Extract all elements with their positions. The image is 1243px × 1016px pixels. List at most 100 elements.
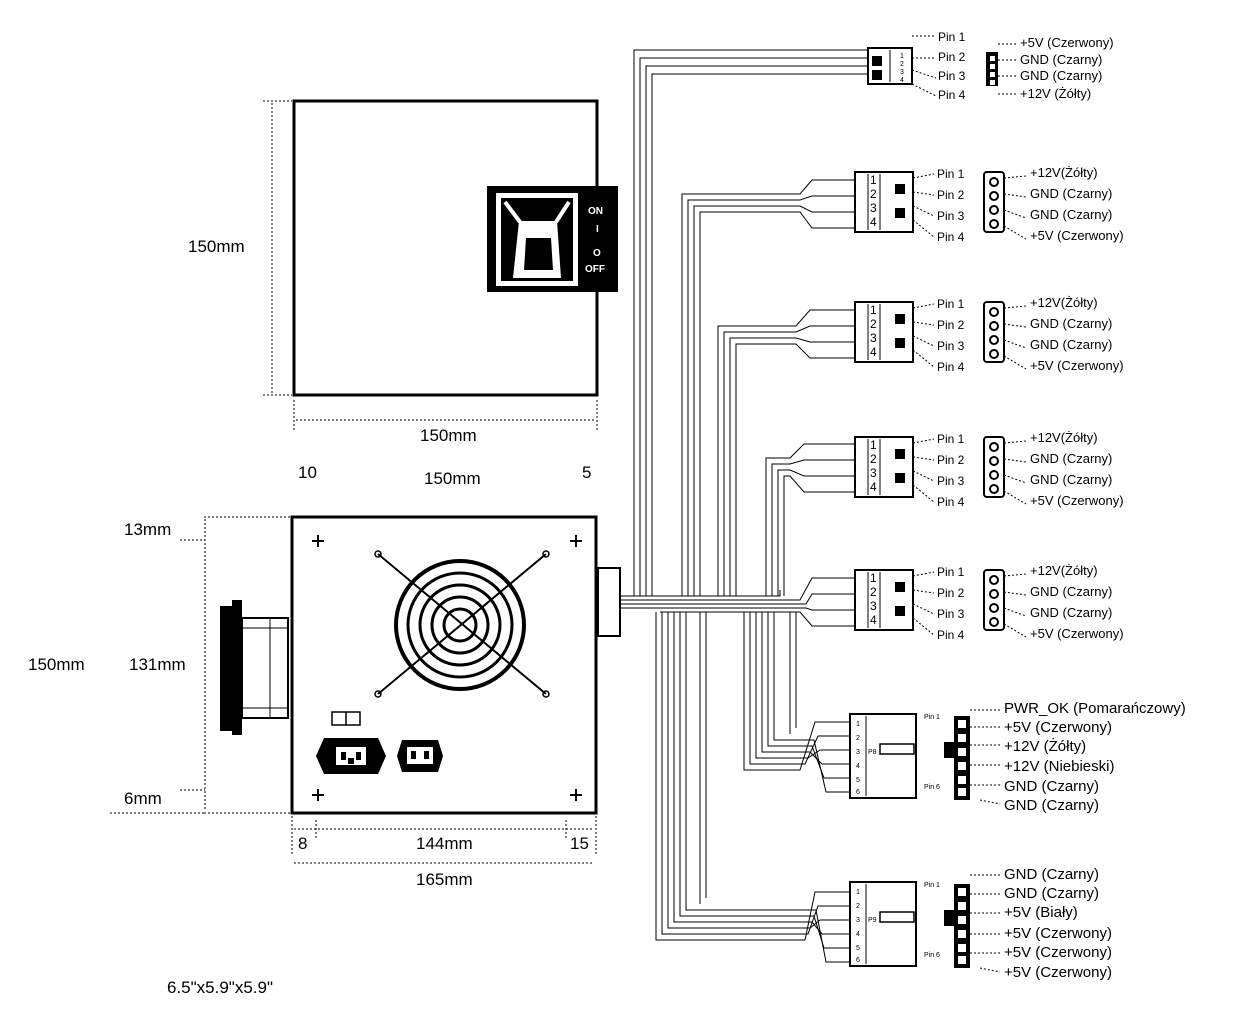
p8-body-text: P8 xyxy=(868,749,877,756)
svg-text:1: 1 xyxy=(870,303,877,317)
size-inches: 6.5"x5.9"x5.9" xyxy=(167,978,273,997)
svg-text:1: 1 xyxy=(870,571,877,585)
front-width-label: 150mm xyxy=(424,469,481,488)
floppy-connector: 1 2 3 4 Pin 1 Pin 2 Pin 3 Pin 4 +5V (Cze… xyxy=(867,30,1114,102)
molex-2-pin-3: Pin 3 xyxy=(937,339,965,353)
molex-1-pin-3: Pin 3 xyxy=(937,209,965,223)
svg-text:2: 2 xyxy=(900,61,904,68)
svg-text:3: 3 xyxy=(870,331,877,345)
svg-text:3: 3 xyxy=(900,69,904,76)
molex-3-pin-1: Pin 1 xyxy=(937,432,965,446)
molex-1-label-4: +5V (Czerwony) xyxy=(1030,228,1124,243)
switch-off-mark: O xyxy=(593,248,601,259)
floppy-label-1: +5V (Czerwony) xyxy=(1020,35,1114,50)
svg-text:2: 2 xyxy=(856,903,860,910)
p9-pin-first: Pin 1 xyxy=(924,882,940,889)
svg-text:1: 1 xyxy=(870,173,877,187)
floppy-pin-3: Pin 3 xyxy=(938,69,966,83)
front-right-offset: 15 xyxy=(570,834,589,853)
floppy-label-4: +12V (Żółty) xyxy=(1020,86,1091,101)
svg-text:5: 5 xyxy=(856,777,860,784)
power-switch: ON I O OFF xyxy=(487,186,618,292)
front-inner-height: 131mm xyxy=(129,655,186,674)
p9-label-4: +5V (Czerwony) xyxy=(1004,925,1112,942)
svg-text:1: 1 xyxy=(900,53,904,60)
front-height-label: 150mm xyxy=(28,655,85,674)
svg-text:3: 3 xyxy=(856,917,860,924)
p8-label-5: GND (Czarny) xyxy=(1004,778,1099,795)
svg-text:4: 4 xyxy=(856,763,860,770)
molex-1-pin-2: Pin 2 xyxy=(937,188,965,202)
molex-4-label-3: GND (Czarny) xyxy=(1030,605,1112,620)
svg-text:1: 1 xyxy=(870,438,877,452)
top-height-label: 150mm xyxy=(188,237,245,256)
svg-text:4: 4 xyxy=(856,931,860,938)
p9-pin-last: Pin 6 xyxy=(924,952,940,959)
molex-4-label-1: +12V(Żółty) xyxy=(1030,563,1098,578)
front-bottom-margin: 6mm xyxy=(124,789,162,808)
p9-label-1: GND (Czarny) xyxy=(1004,866,1099,883)
cable-exit xyxy=(597,567,621,637)
p9-label-5: +5V (Czerwony) xyxy=(1004,944,1112,961)
molex-4-pin-2: Pin 2 xyxy=(937,586,965,600)
molex-2-pin-4: Pin 4 xyxy=(937,360,965,374)
voltage-selector-icon xyxy=(331,711,361,726)
switch-on-label: ON xyxy=(588,206,603,217)
svg-text:6: 6 xyxy=(856,957,860,964)
molex-3-label-1: +12V(Żółty) xyxy=(1030,430,1098,445)
molex-1-label-3: GND (Czarny) xyxy=(1030,207,1112,222)
svg-text:3: 3 xyxy=(870,466,877,480)
svg-text:3: 3 xyxy=(870,599,877,613)
molex-3-label-4: +5V (Czerwony) xyxy=(1030,493,1124,508)
screw-marks xyxy=(312,535,582,801)
molex-2-label-4: +5V (Czerwony) xyxy=(1030,358,1124,373)
molex-2-pin-1: Pin 1 xyxy=(937,297,965,311)
svg-text:2: 2 xyxy=(856,735,860,742)
front-offset-left: 10 xyxy=(298,463,317,482)
svg-text:4: 4 xyxy=(870,215,877,229)
front-view: 10 150mm 5 xyxy=(28,463,621,889)
fan-icon xyxy=(374,550,550,698)
ac-inlet-icon xyxy=(316,738,386,774)
svg-text:4: 4 xyxy=(870,345,877,359)
p9-body-text: P9 xyxy=(868,917,877,924)
molex-4-label-4: +5V (Czerwony) xyxy=(1030,626,1124,641)
p8-label-6: GND (Czarny) xyxy=(1004,797,1099,814)
svg-text:1: 1 xyxy=(856,721,860,728)
floppy-label-3: GND (Czarny) xyxy=(1020,68,1102,83)
molex-2-label-3: GND (Czarny) xyxy=(1030,337,1112,352)
front-total-width: 165mm xyxy=(416,870,473,889)
molex-4-pin-1: Pin 1 xyxy=(937,565,965,579)
svg-text:2: 2 xyxy=(870,452,877,466)
svg-text:2: 2 xyxy=(870,187,877,201)
p9-connector: P9 123 456 Pin 1 Pin 6 GND (Czarny) GND … xyxy=(849,866,1112,981)
cable-harness xyxy=(620,49,868,963)
p8-connector: P8 123 456 Pin 1 Pin 6 PWR_OK (Pomarańcz… xyxy=(849,700,1186,814)
switch-on-mark: I xyxy=(596,224,599,235)
front-view-body xyxy=(290,515,598,815)
p8-label-4: +12V (Niebieski) xyxy=(1004,758,1114,775)
svg-text:6: 6 xyxy=(856,789,860,796)
svg-text:2: 2 xyxy=(870,317,877,331)
top-width-label: 150mm xyxy=(420,426,477,445)
molex-3-label-2: GND (Czarny) xyxy=(1030,451,1112,466)
molex-3-pin-2: Pin 2 xyxy=(937,453,965,467)
molex-4-pin-3: Pin 3 xyxy=(937,607,965,621)
side-fan-housing xyxy=(220,600,289,735)
molex-4-pin-4: Pin 4 xyxy=(937,628,965,642)
switch-off-label: OFF xyxy=(585,264,605,275)
ac-outlet-icon xyxy=(397,740,443,772)
svg-text:4: 4 xyxy=(870,613,877,627)
floppy-pin-1: Pin 1 xyxy=(938,30,966,44)
floppy-pin-2: Pin 2 xyxy=(938,50,966,64)
molex-1-pin-4: Pin 4 xyxy=(937,230,965,244)
molex-2-label-1: +12V(Żółty) xyxy=(1030,295,1098,310)
molex-4-label-2: GND (Czarny) xyxy=(1030,584,1112,599)
molex-3-pin-3: Pin 3 xyxy=(937,474,965,488)
molex-3-label-3: GND (Czarny) xyxy=(1030,472,1112,487)
svg-text:3: 3 xyxy=(856,749,860,756)
front-left-offset: 8 xyxy=(298,834,307,853)
front-offset-right: 5 xyxy=(582,463,591,482)
